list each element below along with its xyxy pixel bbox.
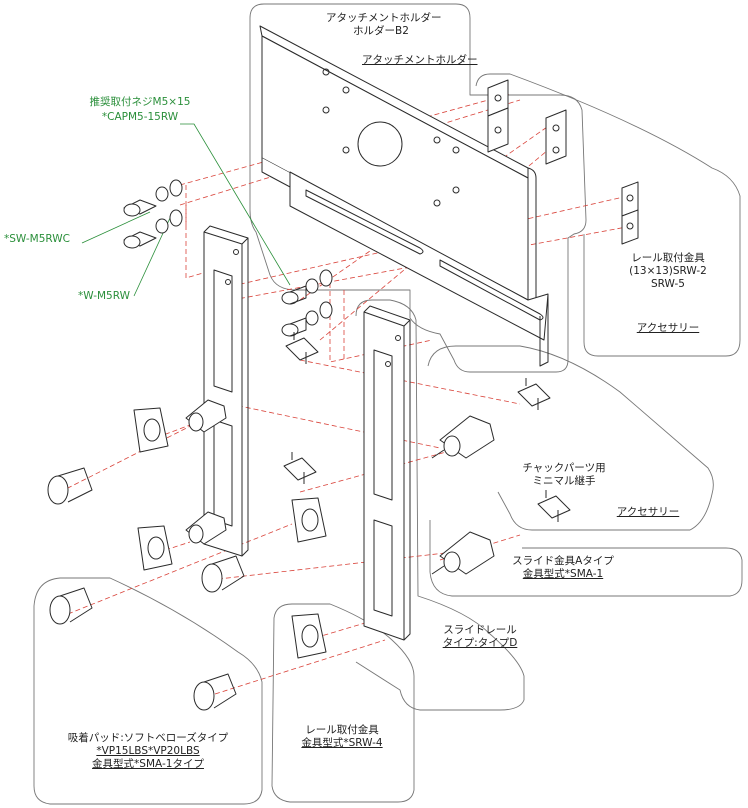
square-mounts — [133, 407, 327, 659]
left-slide-rail — [203, 225, 249, 557]
holder-title-line2: ホルダーB2 — [353, 25, 409, 37]
attachment-holder-plate — [259, 25, 549, 367]
screw-recommendation: 推奨取付ネジM5×15 — [89, 96, 191, 108]
slide-rail-label-1: スライドレール — [443, 624, 517, 636]
screws-washers — [123, 179, 333, 337]
accessory-label-mid: アクセサリー — [616, 506, 680, 518]
rail-mount-label-2: 金具型式*SRW-4 — [301, 737, 383, 749]
chuck-parts-label-1: チャックパーツ用 — [522, 462, 606, 474]
suction-pads — [47, 467, 245, 711]
holder-name: アタッチメントホルダー — [362, 54, 478, 66]
callout-rail-mount — [271, 603, 415, 803]
rail-fittings — [487, 79, 639, 245]
suction-pad-label-2: *VP15LBS*VP20LBS — [96, 745, 200, 757]
rail-fitting-label-2: (13×13)SRW-2 — [629, 265, 707, 277]
suction-pad-label-1: 吸着パッド:ソフトベローズタイプ — [67, 732, 229, 744]
right-slide-rail — [363, 305, 411, 641]
callout-holder — [249, 3, 587, 373]
callout-rail — [355, 299, 525, 711]
callout-slide — [429, 520, 743, 597]
callout-outlines — [33, 3, 743, 805]
chuck-parts-label-2: ミニマル継手 — [532, 475, 596, 487]
slide-fittings — [185, 399, 495, 575]
holder-title-line1: アタッチメントホルダー — [326, 12, 442, 24]
rail-fitting-label-1: レール取付金具 — [631, 252, 705, 264]
minimal-joints — [283, 332, 571, 522]
washer-code: *W-M5RW — [78, 290, 130, 302]
rail-mount-label-1: レール取付金具 — [305, 724, 379, 736]
rail-fitting-label-3: SRW-5 — [651, 278, 685, 290]
callout-accessory-mid — [427, 345, 714, 531]
slide-rail-label-2: タイプ:タイプD — [442, 637, 518, 649]
slide-fitting-label-1: スライド金具Aタイプ — [512, 555, 614, 567]
callout-accessory-top — [475, 73, 741, 357]
accessory-label-top: アクセサリー — [636, 322, 700, 334]
spring-washer-code: *SW-M5RWC — [4, 233, 70, 245]
screw-code: *CAPM5-15RW — [101, 111, 179, 123]
callout-pad — [33, 577, 263, 805]
suction-pad-label-3: 金具型式*SMA-1タイプ — [92, 758, 204, 770]
slide-fitting-label-2: 金具型式*SMA-1 — [522, 568, 604, 580]
